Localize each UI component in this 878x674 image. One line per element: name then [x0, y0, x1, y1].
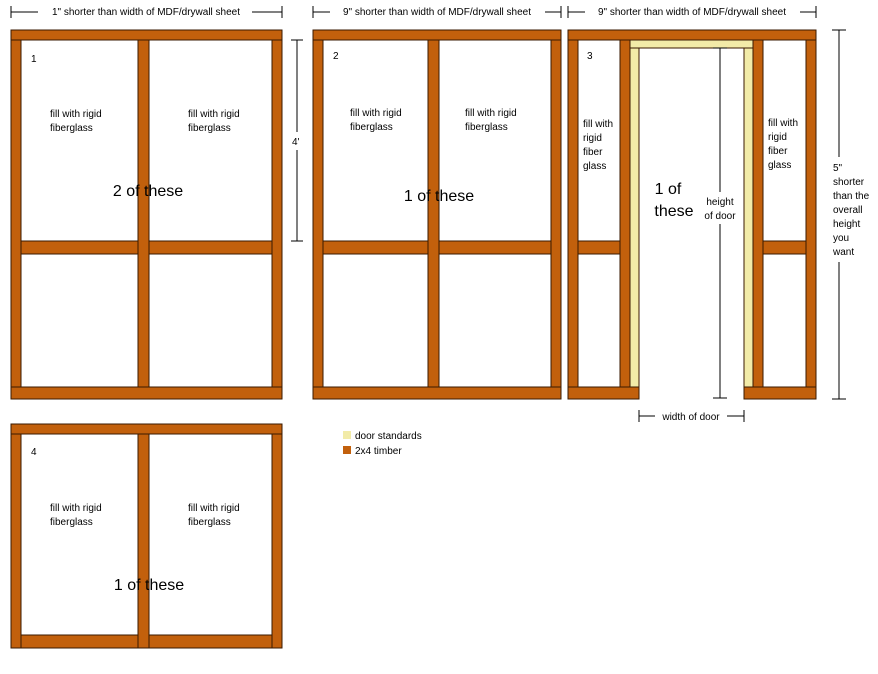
legend: door standards 2x4 timber — [343, 431, 422, 457]
fill-label-line2: fiberglass — [465, 122, 508, 133]
dimension-panel2-width: 9" shorter than width of MDF/drywall she… — [312, 6, 562, 18]
center-stud — [427, 39, 440, 388]
door-standard-left — [629, 47, 640, 388]
dimension-label: width of door — [661, 412, 720, 423]
noggin-right — [148, 240, 273, 255]
bottom-plate-right — [743, 386, 817, 400]
bottom-plate — [312, 386, 562, 400]
center-stud — [137, 433, 150, 649]
right-stud — [271, 433, 283, 649]
legend-swatch-door-standards — [343, 431, 351, 439]
dimension-label-line: you — [833, 233, 849, 244]
fill-label-line1: fill with — [583, 119, 613, 130]
noggin-right — [762, 240, 807, 255]
bottom-plate — [10, 386, 283, 400]
dimension-label-line: height — [833, 219, 860, 230]
left-stud — [10, 433, 22, 649]
fill-label-line2: rigid — [583, 133, 602, 144]
legend-label-timber: 2x4 timber — [355, 446, 402, 457]
dimension-panel3-width: 9" shorter than width of MDF/drywall she… — [567, 6, 817, 18]
dimension-four-feet: 4' — [291, 39, 303, 242]
fill-label-line2: rigid — [768, 132, 787, 143]
dimension-label-line: want — [832, 247, 854, 258]
center-stud — [137, 39, 150, 388]
fill-label-line1: fill with rigid — [50, 109, 102, 120]
fill-label-line1: fill with rigid — [188, 503, 240, 514]
quantity-label-line2: these — [654, 203, 693, 220]
dimension-label: 1" shorter than width of MDF/drywall she… — [52, 7, 240, 18]
right-stud — [550, 39, 562, 388]
top-plate — [567, 29, 817, 41]
fill-label-line3: fiber — [583, 147, 603, 158]
dimension-panel1-width: 1" shorter than width of MDF/drywall she… — [10, 6, 283, 18]
fill-label-line2: fiberglass — [188, 517, 231, 528]
dimension-label: 4' — [292, 137, 300, 148]
door-head — [629, 39, 754, 49]
dimension-label-line2: of door — [704, 211, 736, 222]
panel-number: 4 — [31, 447, 37, 458]
fill-label-line2: fiberglass — [50, 123, 93, 134]
top-plate — [312, 29, 562, 41]
quantity-label-line1: 1 of — [655, 181, 682, 198]
noggin-right — [438, 240, 552, 255]
dimension-label-line: than the — [833, 191, 870, 202]
dimension-label-line: overall — [833, 205, 862, 216]
noggin-left — [20, 240, 139, 255]
quantity-label: 1 of these — [404, 188, 474, 205]
door-standard-right — [743, 47, 754, 388]
fill-label-line3: fiber — [768, 146, 788, 157]
fill-label-line2: fiberglass — [50, 517, 93, 528]
panel-2: 2 fill with rigid fiberglass fill with r… — [312, 29, 562, 400]
dimension-door-width: width of door — [638, 410, 745, 423]
panel-4: 4 fill with rigid fiberglass fill with r… — [10, 423, 283, 649]
dimension-label-line1: height — [706, 197, 733, 208]
left-stud — [567, 39, 579, 388]
right-stud — [805, 39, 817, 388]
dimension-label-line: shorter — [833, 177, 865, 188]
fill-label-line1: fill with — [768, 118, 798, 129]
right-stud — [271, 39, 283, 388]
bottom-plate-left — [567, 386, 640, 400]
dimension-label-line: 5" — [833, 163, 843, 174]
fill-label-line4: glass — [583, 161, 606, 172]
panel-number: 3 — [587, 51, 593, 62]
panel-number: 2 — [333, 51, 339, 62]
left-stud — [10, 39, 22, 388]
left-stud — [312, 39, 324, 388]
panel-3: 3 fill with rigid fiber glass fill with … — [567, 29, 817, 400]
top-plate — [10, 423, 283, 435]
top-plate — [10, 29, 283, 41]
legend-swatch-timber — [343, 446, 351, 454]
door-left-stud — [619, 39, 631, 388]
fill-label-line1: fill with rigid — [465, 108, 517, 119]
quantity-label: 1 of these — [114, 577, 184, 594]
dimension-label: 9" shorter than width of MDF/drywall she… — [343, 7, 531, 18]
dimension-overall-height: 5" shorter than the overall height you w… — [832, 29, 870, 400]
door-right-stud — [752, 39, 764, 388]
noggin-left — [577, 240, 621, 255]
fill-label-line1: fill with rigid — [350, 108, 402, 119]
quantity-label: 2 of these — [113, 183, 183, 200]
dimension-label: 9" shorter than width of MDF/drywall she… — [598, 7, 786, 18]
fill-label-line1: fill with rigid — [50, 503, 102, 514]
dimension-door-height: height of door — [704, 47, 736, 399]
fill-label-line1: fill with rigid — [188, 109, 240, 120]
panel-number: 1 — [31, 54, 37, 65]
panel-1: 1 fill with rigid fiberglass fill with r… — [10, 29, 283, 400]
noggin-left — [322, 240, 429, 255]
fill-label-line2: fiberglass — [188, 123, 231, 134]
bottom-plate-left — [20, 634, 139, 649]
bottom-plate-right — [148, 634, 273, 649]
legend-label-door-standards: door standards — [355, 431, 422, 442]
fill-label-line2: fiberglass — [350, 122, 393, 133]
fill-label-line4: glass — [768, 160, 791, 171]
